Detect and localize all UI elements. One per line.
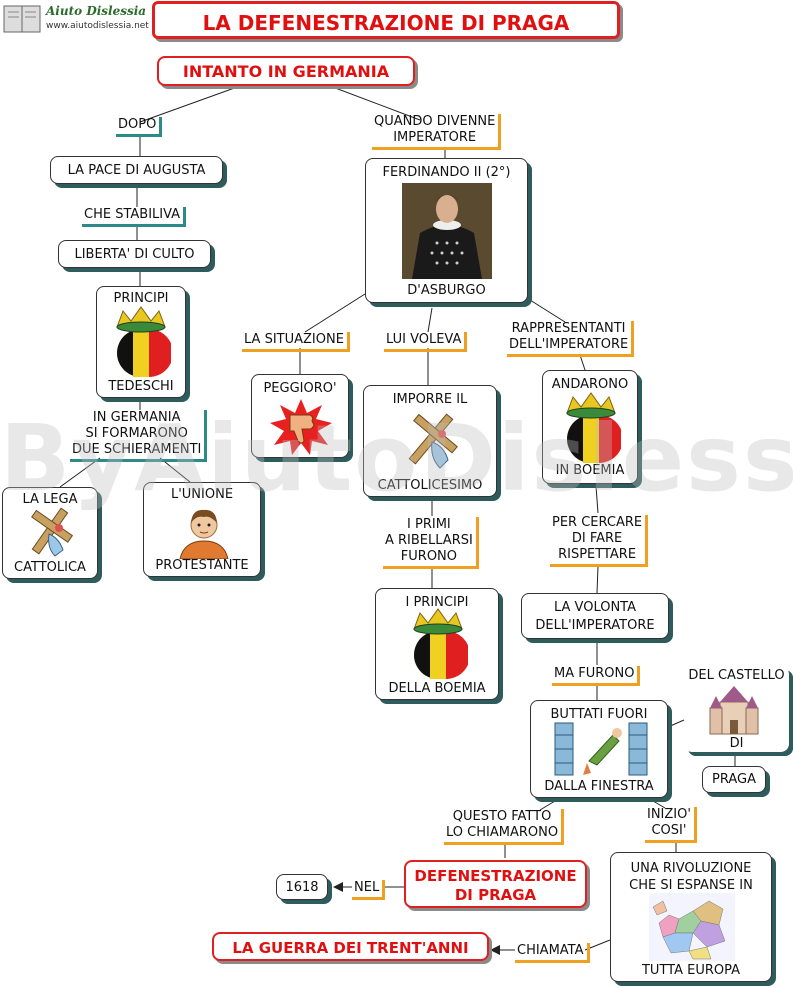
cross-hand-icon <box>31 507 74 557</box>
link-che-stabiliva: CHE STABILIVA <box>82 207 187 227</box>
node-imporre-bottom: CATTOLICESIMO <box>377 478 483 493</box>
node-liberta-di-culto: LIBERTA' DI CULTO <box>58 240 211 268</box>
node-principi-top: PRINCIPI <box>113 291 169 306</box>
node-intanto-text: INTANTO IN GERMANIA <box>182 62 390 81</box>
logo: Aiuto Dislessia www.aiutodislessia.net <box>2 2 150 36</box>
node-defen-line1: DEFENESTRAZIONE <box>414 867 577 885</box>
node-i-principi-boemia: I PRINCIPI DELLA BOEMIA <box>375 588 499 700</box>
page-title: LA DEFENESTRAZIONE DI PRAGA <box>152 1 620 39</box>
node-principi-bottom: TEDESCHI <box>108 379 174 394</box>
node-liberta-text: LIBERTA' DI CULTO <box>74 247 195 262</box>
node-iprincipi-top: I PRINCIPI <box>405 595 469 610</box>
link-quando-divenne: QUANDO DIVENNE IMPERATORE <box>372 114 502 150</box>
node-defen-line2: DI PRAGA <box>454 886 537 904</box>
node-castello-bottom: DI <box>729 736 744 751</box>
node-andarono-bottom: IN BOEMIA <box>555 463 625 478</box>
node-rivoluzione-line1: UNA RIVOLUZIONE <box>630 861 752 876</box>
link-dopo: DOPO <box>116 117 163 137</box>
node-buttati-top: BUTTATI FUORI <box>550 707 648 722</box>
link-i-primi-line1: I PRIMI <box>407 517 451 532</box>
crown-belgian-flag-icon <box>116 306 171 377</box>
node-buttati-bottom: DALLA FINESTRA <box>544 779 654 794</box>
node-volonta-imperatore: LA VOLONTA DELL'IMPERATORE <box>521 593 669 639</box>
node-intanto-in-germania: INTANTO IN GERMANIA <box>157 56 415 86</box>
node-buttati-fuori: BUTTATI FUORI DALLA FINESTRA <box>530 700 668 798</box>
crown-belgian-flag-icon <box>413 608 468 679</box>
node-peggioro-text: PEGGIORO' <box>263 381 337 396</box>
node-ferdinando-top: FERDINANDO II (2°) <box>382 165 511 180</box>
cross-hand-icon <box>408 413 458 469</box>
node-volonta-line1: LA VOLONTA <box>553 600 637 615</box>
link-per-cercare-line2: DI FARE <box>571 531 623 546</box>
node-praga: PRAGA <box>702 766 766 793</box>
node-year-text: 1618 <box>285 880 319 895</box>
link-inizio-cosi: INIZIO' COSI' <box>645 807 697 843</box>
link-quando-line1: QUANDO DIVENNE <box>374 114 496 129</box>
node-lega-bottom: CATTOLICA <box>14 560 86 575</box>
node-unione-top: L'UNIONE <box>170 487 234 502</box>
link-ma-furono: MA FURONO <box>552 666 641 686</box>
link-in-germania: IN GERMANIA SI FORMARONO DUE SCHIERAMENT… <box>70 410 208 462</box>
thumbs-down-icon <box>270 399 332 455</box>
link-i-primi-line2: A RIBELLARSI <box>385 533 473 548</box>
link-in-germania-line3: DUE SCHIERAMENTI <box>72 442 202 457</box>
link-questo-fatto: QUESTO FATTO LO CHIAMARONO <box>444 809 565 845</box>
node-ferdinando-bottom: D'ASBURGO <box>407 283 486 298</box>
node-unione-protestante: L'UNIONE PROTESTANTE <box>143 482 261 577</box>
node-guerra-trent-anni: LA GUERRA DEI TRENT'ANNI <box>212 932 489 961</box>
node-del-castello: DEL CASTELLO DI <box>684 666 789 752</box>
link-rappresentanti-line1: RAPPRESENTANTI <box>511 321 626 336</box>
link-nel: NEL <box>352 880 386 900</box>
link-questo-line2: LO CHIAMARONO <box>446 825 559 840</box>
link-per-cercare-line3: RISPETTARE <box>558 547 637 562</box>
node-praga-text: PRAGA <box>712 772 756 787</box>
node-andarono-top: ANDARONO <box>551 377 629 392</box>
logo-title: Aiuto Dislessia <box>46 4 147 18</box>
book-logo-icon <box>3 5 41 33</box>
boy-icon <box>179 509 229 559</box>
node-imporre-cattolicesimo: IMPORRE IL CATTOLICESIMO <box>363 385 497 497</box>
node-defenestrazione: DEFENESTRAZIONE DI PRAGA <box>404 860 587 908</box>
link-in-germania-line1: IN GERMANIA <box>92 410 181 425</box>
link-inizio-line1: INIZIO' <box>647 807 691 822</box>
crown-belgian-flag-icon <box>566 392 621 463</box>
link-rappresentanti-line2: DELL'IMPERATORE <box>509 337 629 352</box>
node-imporre-top: IMPORRE IL <box>392 392 468 407</box>
node-rivoluzione: UNA RIVOLUZIONE CHE SI ESPANSE IN TUTTA … <box>610 852 772 982</box>
link-in-germania-line2: SI FORMARONO <box>85 426 188 441</box>
page-title-text: LA DEFENESTRAZIONE DI PRAGA <box>202 11 570 35</box>
link-i-primi-line3: FURONO <box>400 549 458 564</box>
link-lui-voleva: LUI VOLEVA <box>384 332 468 352</box>
link-la-situazione: LA SITUAZIONE <box>242 332 350 352</box>
link-per-cercare: PER CERCARE DI FARE RISPETTARE <box>550 515 649 567</box>
europe-map-icon <box>649 893 735 961</box>
node-pace-text: LA PACE DI AUGUSTA <box>67 163 206 178</box>
node-1618: 1618 <box>276 874 328 900</box>
castle-icon <box>709 686 759 735</box>
emperor-portrait <box>402 183 492 279</box>
window-defenestration-icon <box>554 722 648 776</box>
node-rivoluzione-bottom: TUTTA EUROPA <box>641 963 741 978</box>
link-rappresentanti: RAPPRESENTANTI DELL'IMPERATORE <box>507 321 635 357</box>
link-quando-line2: IMPERATORE <box>393 130 477 145</box>
node-guerra-text: LA GUERRA DEI TRENT'ANNI <box>232 939 469 957</box>
node-lega-cattolica: LA LEGA CATTOLICA <box>2 487 98 579</box>
link-i-primi: I PRIMI A RIBELLARSI FURONO <box>383 517 479 569</box>
node-andarono-in-boemia: ANDARONO IN BOEMIA <box>542 370 638 484</box>
link-questo-line1: QUESTO FATTO <box>452 809 552 824</box>
node-rivoluzione-line2: CHE SI ESPANSE IN <box>629 878 753 893</box>
node-iprincipi-bottom: DELLA BOEMIA <box>388 681 486 696</box>
node-pace-di-augusta: LA PACE DI AUGUSTA <box>50 156 223 184</box>
node-unione-bottom: PROTESTANTE <box>155 558 249 573</box>
link-inizio-line2: COSI' <box>651 823 687 838</box>
node-volonta-line2: DELL'IMPERATORE <box>535 618 655 633</box>
logo-url: www.aiutodislessia.net <box>46 21 149 31</box>
link-chiamata: CHIAMATA <box>515 943 590 963</box>
link-per-cercare-line1: PER CERCARE <box>552 515 643 530</box>
node-peggioro: PEGGIORO' <box>251 374 349 458</box>
node-ferdinando-ii: FERDINANDO II (2°) D'ASBURGO <box>365 158 528 303</box>
node-castello-top: DEL CASTELLO <box>688 668 785 683</box>
node-principi-tedeschi: PRINCIPI TEDESCHI <box>96 286 186 398</box>
node-lega-top: LA LEGA <box>22 492 78 507</box>
